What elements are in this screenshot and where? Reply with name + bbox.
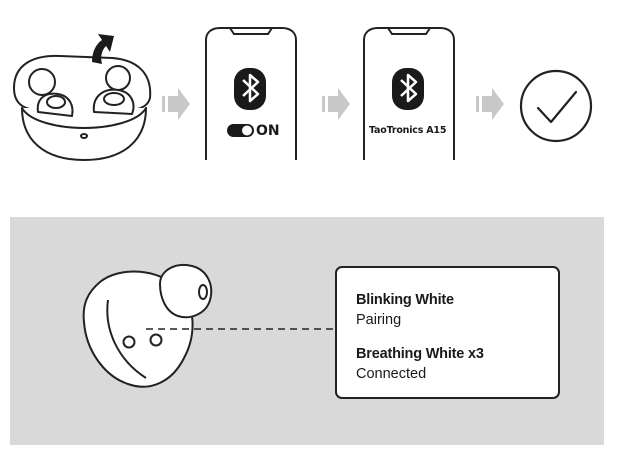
phone-device-list bbox=[363, 27, 455, 160]
step-arrow bbox=[322, 88, 350, 120]
status-description: Connected bbox=[356, 366, 427, 382]
step-arrow bbox=[476, 88, 504, 120]
led-status-callout: Blinking White Pairing Breathing White x… bbox=[335, 266, 560, 399]
pairing-steps-diagram bbox=[13, 27, 593, 161]
toggle-switch-icon bbox=[227, 124, 254, 137]
checkmark-icon bbox=[519, 69, 593, 143]
phone-bluetooth-on bbox=[205, 27, 297, 160]
charging-case-icon bbox=[13, 54, 152, 161]
earbud-diagram bbox=[82, 264, 336, 388]
bluetooth-icon bbox=[234, 68, 266, 110]
bluetooth-icon bbox=[392, 68, 424, 110]
earbud-icon bbox=[82, 264, 213, 388]
status-title: Breathing White x3 bbox=[356, 346, 484, 362]
open-lid-arrow-icon bbox=[92, 34, 114, 64]
bluetooth-toggle-label: ON bbox=[256, 123, 280, 139]
status-description: Pairing bbox=[356, 312, 402, 328]
device-name-label: TaoTronics A15 bbox=[369, 125, 447, 136]
step-arrow bbox=[162, 88, 190, 120]
status-title: Blinking White bbox=[356, 292, 454, 308]
